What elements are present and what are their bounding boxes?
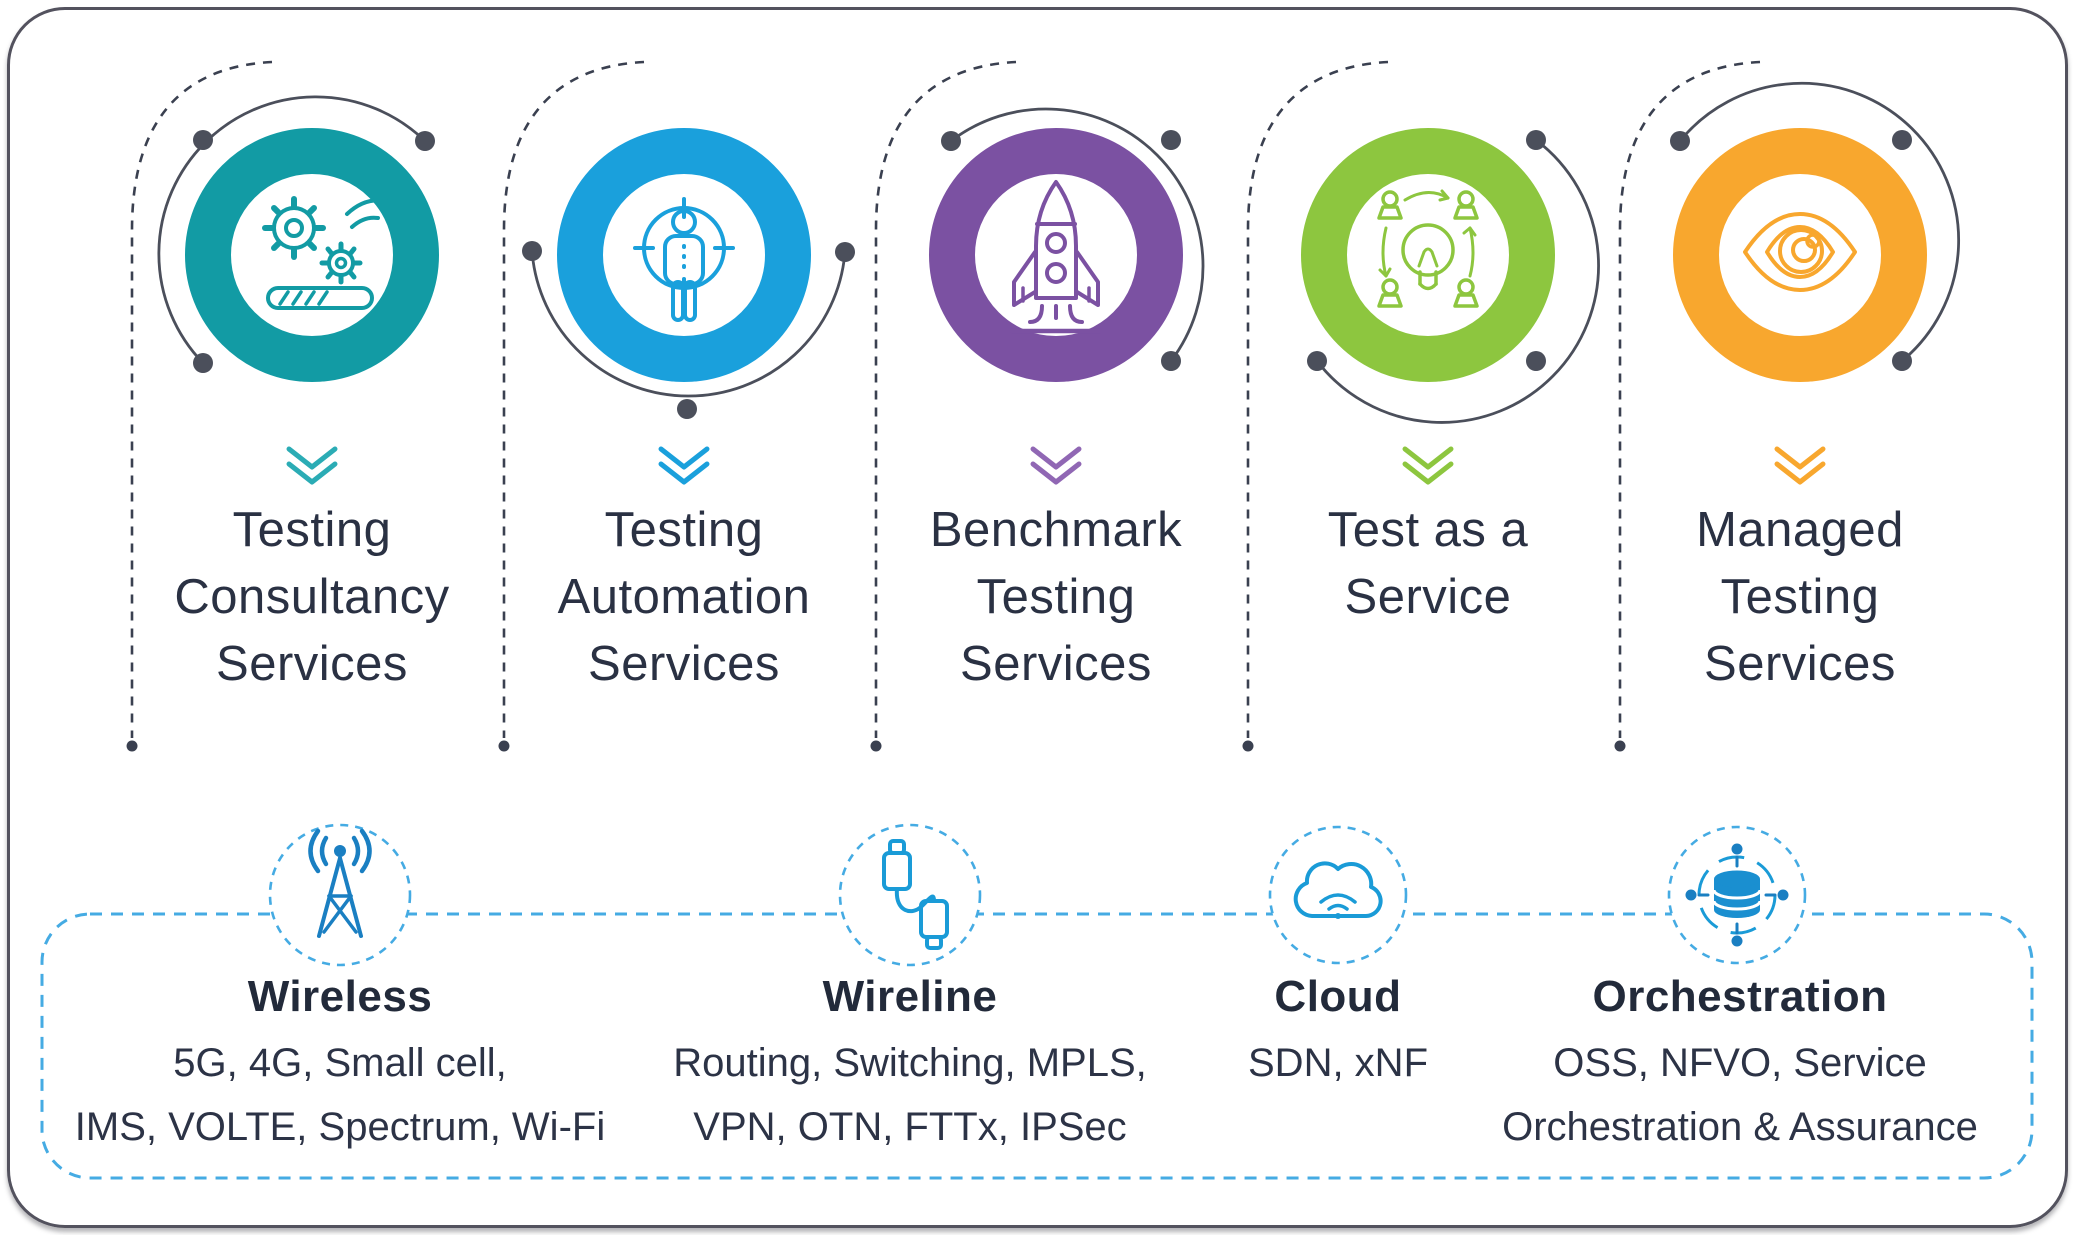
connector-end-dot <box>126 740 138 752</box>
domain-panel-dashed-border <box>40 912 2034 1180</box>
orbit-arc <box>1678 81 1960 363</box>
domain-title-wireline: Wireline <box>822 972 998 1021</box>
domain-details-wireless: 5G, 4G, Small cell, IMS, VOLTE, Spectrum… <box>74 1041 606 1149</box>
rocket-icon <box>1009 180 1103 334</box>
benchmark-decor <box>870 60 1205 752</box>
person-target-icon <box>633 197 735 322</box>
radio-tower-icon <box>308 828 372 938</box>
domain-details-cloud: SDN, xNF <box>1248 1041 1428 1085</box>
service-module-automation: Testing Automation Services <box>494 0 874 770</box>
gears-progress-icon <box>262 196 388 310</box>
domain-details-orchestration: OSS, NFVO, Service Orchestration & Assur… <box>1502 1041 1978 1149</box>
orchestration-icon <box>1685 843 1789 947</box>
connector-end-dot <box>870 740 882 752</box>
service-module-consultancy: Testing Consultancy Services <box>122 0 502 770</box>
service-label-taas: Test as a Service <box>1327 503 1529 624</box>
service-module-benchmark: Benchmark Testing Services <box>866 0 1246 770</box>
chevron-down-icon <box>1030 446 1082 485</box>
cloud-icon <box>1293 861 1383 919</box>
service-module-managed: Managed Testing Services <box>1610 0 1990 770</box>
chevron-down-icon <box>1774 446 1826 485</box>
cable-icon <box>882 839 949 950</box>
consultancy-decor <box>126 60 439 752</box>
domain-title-cloud: Cloud <box>1274 972 1402 1021</box>
service-label-benchmark: Benchmark Testing Services <box>929 503 1183 691</box>
service-label-consultancy: Testing Consultancy Services <box>174 503 450 691</box>
wireline-icon-circle <box>838 823 982 967</box>
managed-decor <box>1614 60 1960 752</box>
automation-decor <box>498 60 855 752</box>
connector-end-dot <box>498 740 510 752</box>
taas-decor <box>1242 60 1600 752</box>
domain-title-orchestration: Orchestration <box>1592 972 1888 1021</box>
domain-details-wireline: Routing, Switching, MPLS, VPN, OTN, FTTx… <box>673 1041 1147 1149</box>
domain-title-wireless: Wireless <box>247 972 433 1021</box>
chevron-down-icon <box>658 446 710 485</box>
service-module-taas: Test as a Service <box>1238 0 1618 770</box>
eye-icon <box>1743 212 1857 292</box>
orbit-arc <box>1315 138 1600 424</box>
service-label-automation: Testing Automation Services <box>557 503 811 691</box>
orbit-arc <box>530 250 847 398</box>
team-idea-icon <box>1377 189 1479 308</box>
service-ring <box>1301 128 1555 382</box>
service-label-managed: Managed Testing Services <box>1696 503 1904 691</box>
service-ring <box>929 128 1183 382</box>
orbit-arc <box>950 107 1205 362</box>
connector-end-dot <box>1614 740 1626 752</box>
chevron-down-icon <box>286 446 338 485</box>
chevron-down-icon <box>1402 446 1454 485</box>
connector-end-dot <box>1242 740 1254 752</box>
service-ring <box>1673 128 1927 382</box>
